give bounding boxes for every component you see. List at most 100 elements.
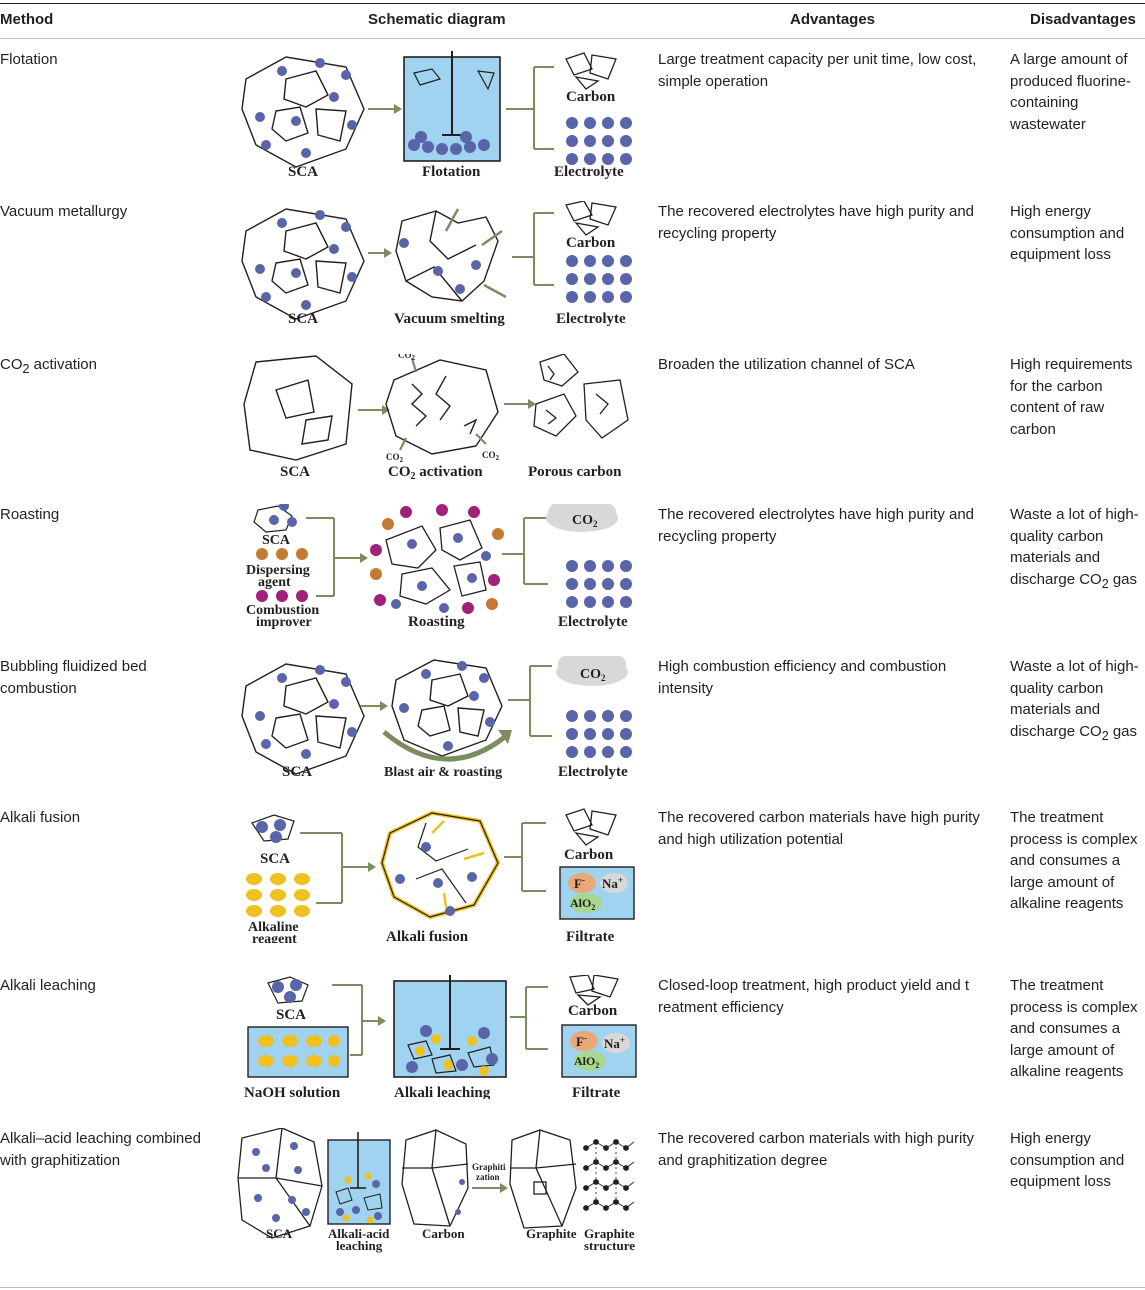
porous-carbon-graphic <box>533 354 629 439</box>
disadvantages-cell: High requirements for the carbon content… <box>1010 354 1145 440</box>
label-flotation: Flotation <box>422 164 481 179</box>
disadvantages-text-suffix: gas <box>1108 722 1138 740</box>
advantages-cell: Broaden the utilization channel of SCA <box>658 356 915 373</box>
blast-air-arrowhead <box>498 730 512 744</box>
graphitization-diagram: SCA Alkali-acid leaching <box>236 1128 640 1268</box>
label-zation: zation <box>476 1172 500 1182</box>
label-sca: SCA <box>288 164 318 179</box>
graphite-particle-graphic <box>509 1129 577 1229</box>
label-agent: agent <box>258 575 291 590</box>
vacuum-diagram: SCA Vacuum smelting <box>236 201 640 341</box>
label-electrolyte: Electrolyte <box>554 164 624 179</box>
disadvantages-cell: Waste a lot of high-quality carbon mater… <box>1010 656 1145 747</box>
alkali-fusion-diagram: SCA Alkaline reagent <box>236 807 640 947</box>
label-electrolyte: Electrolyte <box>558 614 628 630</box>
advantages-cell: The recovered electrolytes have high pur… <box>658 506 975 545</box>
label-vacuum-smelting: Vacuum smelting <box>394 311 505 327</box>
label-carbon: Carbon <box>566 89 616 105</box>
electrolyte-dots-graphic <box>566 710 632 758</box>
alkaline-reagent-dots <box>246 873 310 917</box>
label-sca: SCA <box>280 464 310 480</box>
filtrate-beaker-graphic <box>559 866 635 920</box>
table-bottom-rule <box>0 1287 1145 1288</box>
arrow-icon <box>368 104 402 114</box>
label-electrolyte: Electrolyte <box>556 311 626 327</box>
branch-arrow-icon <box>502 517 548 585</box>
carbon-flakes-graphic <box>569 975 619 1006</box>
method-cell: Roasting <box>0 504 220 526</box>
dispersing-agent-dots <box>256 548 308 560</box>
activated-particle-graphic <box>385 357 499 455</box>
method-text-suffix: activation <box>29 356 97 373</box>
method-text: Alkali–acid leaching combined with graph… <box>0 1130 201 1169</box>
disadvantages-subscript: 2 <box>1101 728 1109 743</box>
blast-air-arrow-icon <box>382 730 508 762</box>
branch-arrow-icon <box>510 986 548 1050</box>
method-text: Alkali leaching <box>0 977 96 994</box>
fusion-particle-graphic <box>379 810 501 920</box>
label-co2-bottom-right: CO2 <box>482 450 500 462</box>
branch-arrow-icon <box>512 212 554 286</box>
merge-arrow-icon <box>332 984 386 1056</box>
label-roasting: Roasting <box>408 614 465 630</box>
label-graphiti: Graphiti <box>472 1162 506 1172</box>
header-disadvantages: Disadvantages <box>1030 11 1136 28</box>
bubbling-bed-diagram: SCA Blast air & roasting <box>236 656 640 796</box>
advantages-cell: The recovered electrolytes have high pur… <box>658 203 975 242</box>
carbon-flakes-graphic <box>565 52 617 90</box>
label-electrolyte: Electrolyte <box>558 764 628 780</box>
table-top-rule <box>0 3 1145 4</box>
label-alkali-acid: Alkali-acid <box>328 1226 390 1241</box>
disadvantages-text: Waste a lot of high-quality carbon mater… <box>1010 658 1139 740</box>
header-diagram: Schematic diagram <box>368 11 506 28</box>
arrow-icon <box>504 399 536 409</box>
label-alkali-fusion: Alkali fusion <box>386 929 469 943</box>
branch-arrow-icon <box>504 822 546 892</box>
carbon-flakes-graphic <box>565 808 617 846</box>
method-cell: Flotation <box>0 49 220 71</box>
label-graphite-structure-2: structure <box>584 1238 635 1253</box>
sca-particle-graphic <box>241 208 365 320</box>
sca-small-graphic <box>267 976 309 1004</box>
label-filtrate: Filtrate <box>566 929 615 943</box>
method-cell: Vacuum metallurgy <box>0 201 220 223</box>
branch-arrow-icon <box>508 665 552 737</box>
graphite-structure-graphic <box>583 1139 635 1211</box>
sca-particle-graphic <box>241 663 365 775</box>
label-filtrate: Filtrate <box>572 1085 621 1099</box>
label-sodium: Na+ <box>604 1035 625 1051</box>
disadvantages-text: The treatment process is complex and con… <box>1010 977 1138 1080</box>
disadvantages-text: High energy consumption and equipment lo… <box>1010 203 1125 263</box>
method-text: Bubbling fluidized bed combustion <box>0 658 147 697</box>
arrow-icon <box>360 701 388 711</box>
leaching-tank-graphic <box>327 1132 391 1225</box>
filtrate-beaker-graphic <box>561 1024 637 1078</box>
label-co2-activation: CO2 activation <box>388 464 483 482</box>
electrolyte-dots-graphic <box>566 560 632 608</box>
label-fluoride: F- <box>576 1033 587 1049</box>
label-aluminate: AlO2 <box>570 896 595 912</box>
label-alkaline: Alkaline <box>248 920 299 935</box>
method-cell: Alkali fusion <box>0 807 220 829</box>
naoh-beaker-graphic <box>247 1026 349 1078</box>
disadvantages-cell: The treatment process is complex and con… <box>1010 975 1145 1083</box>
disadvantages-cell: A large amount of produced fluorine-cont… <box>1010 49 1145 135</box>
header-advantages: Advantages <box>790 11 876 28</box>
leaching-tank-graphic <box>393 975 507 1078</box>
sca-particle-graphic <box>241 56 365 168</box>
label-co2-top: CO2 <box>398 354 416 362</box>
method-cell: Alkali leaching <box>0 975 220 997</box>
method-cell: Alkali–acid leaching combined with graph… <box>0 1128 220 1171</box>
co2-cloud-icon <box>556 656 628 686</box>
sca-small-graphic <box>251 814 295 843</box>
label-co2-cloud: CO2 <box>580 667 606 683</box>
disadvantages-cell: The treatment process is complex and con… <box>1010 807 1145 915</box>
label-dispersing: Dispersing <box>246 563 310 578</box>
method-cell: CO2 activation <box>0 354 220 381</box>
sca-particle-graphic-2 <box>391 659 503 757</box>
advantages-cell: The recovered carbon materials with high… <box>658 1130 974 1169</box>
co2-activation-diagram: SCA CO2 CO2 CO2 CO2 activation <box>236 354 640 494</box>
broken-particle-graphic <box>395 208 507 302</box>
label-naoh-solution: NaOH solution <box>244 1085 341 1099</box>
label-carbon: Carbon <box>566 235 616 251</box>
